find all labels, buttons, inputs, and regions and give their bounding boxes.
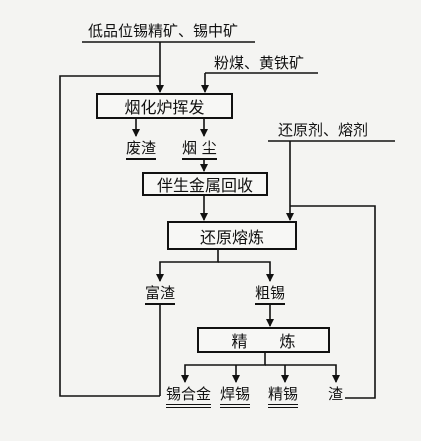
arrow-refining-to-alloy xyxy=(181,352,266,383)
arrow-refining-to-slag xyxy=(265,364,340,383)
recovery-process-label: 伴生金属回收 xyxy=(156,176,253,195)
slag-label: 渣 xyxy=(328,385,344,403)
arrow-reduction-to-rich-slag xyxy=(156,249,219,282)
refined-tin-label: 精锡 xyxy=(268,385,299,408)
waste-slag-label: 废渣 xyxy=(126,139,157,160)
ore-input-label: 低品位锡精矿、锡中矿 xyxy=(88,22,239,40)
reduction-process-label: 还原熔炼 xyxy=(199,227,264,247)
recovery-process-box: 伴生金属回收 xyxy=(142,172,268,196)
slag-recycle-line xyxy=(290,205,376,399)
arrow-reduction-to-crude-tin xyxy=(218,261,274,282)
refining-process-label: 精 炼 xyxy=(231,332,296,351)
reduction-process-box: 还原熔炼 xyxy=(167,221,297,250)
crude-tin-label: 粗锡 xyxy=(255,284,286,305)
fuming-process-label: 烟化炉挥发 xyxy=(124,98,205,117)
refining-process-box: 精 炼 xyxy=(197,327,330,353)
rich-slag-return-line xyxy=(59,75,160,397)
solder-label: 焊锡 xyxy=(220,385,251,408)
rich-slag-label: 富渣 xyxy=(145,284,176,305)
fuming-process-box: 烟化炉挥发 xyxy=(96,93,233,119)
additives1-label: 粉煤、黄铁矿 xyxy=(214,54,305,72)
tin-alloy-label: 锡合金 xyxy=(166,385,212,408)
dust-label: 烟 尘 xyxy=(182,139,217,160)
additives2-label: 还原剂、熔剂 xyxy=(278,121,369,139)
